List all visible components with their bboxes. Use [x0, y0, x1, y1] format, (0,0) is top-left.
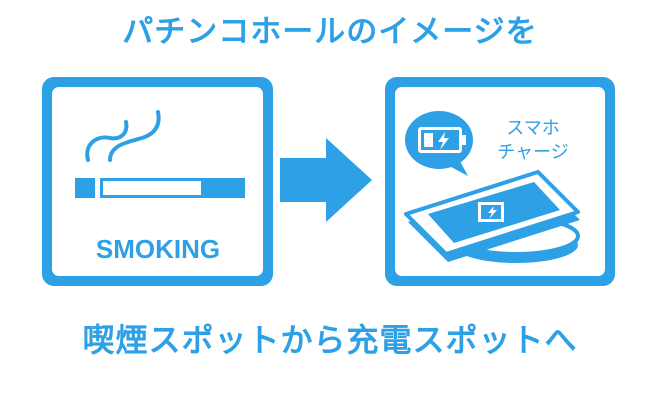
cigarette-icon [75, 110, 245, 198]
speech-bubble [405, 111, 473, 176]
callout-line-2: チャージ [497, 142, 568, 163]
callout-line-1: スマホ [506, 118, 559, 139]
smoking-sign: SMOKING [42, 77, 273, 286]
charging-sign: スマホ チャージ [385, 77, 615, 286]
right-arrow-icon [280, 138, 372, 222]
page-title: パチンコホールのイメージを [122, 14, 538, 50]
battery-charging-icon [418, 127, 466, 153]
smoking-label: SMOKING [96, 234, 220, 264]
caption: 喫煙スポットから充電スポットへ [82, 321, 578, 359]
smartphone-icon [404, 170, 580, 262]
